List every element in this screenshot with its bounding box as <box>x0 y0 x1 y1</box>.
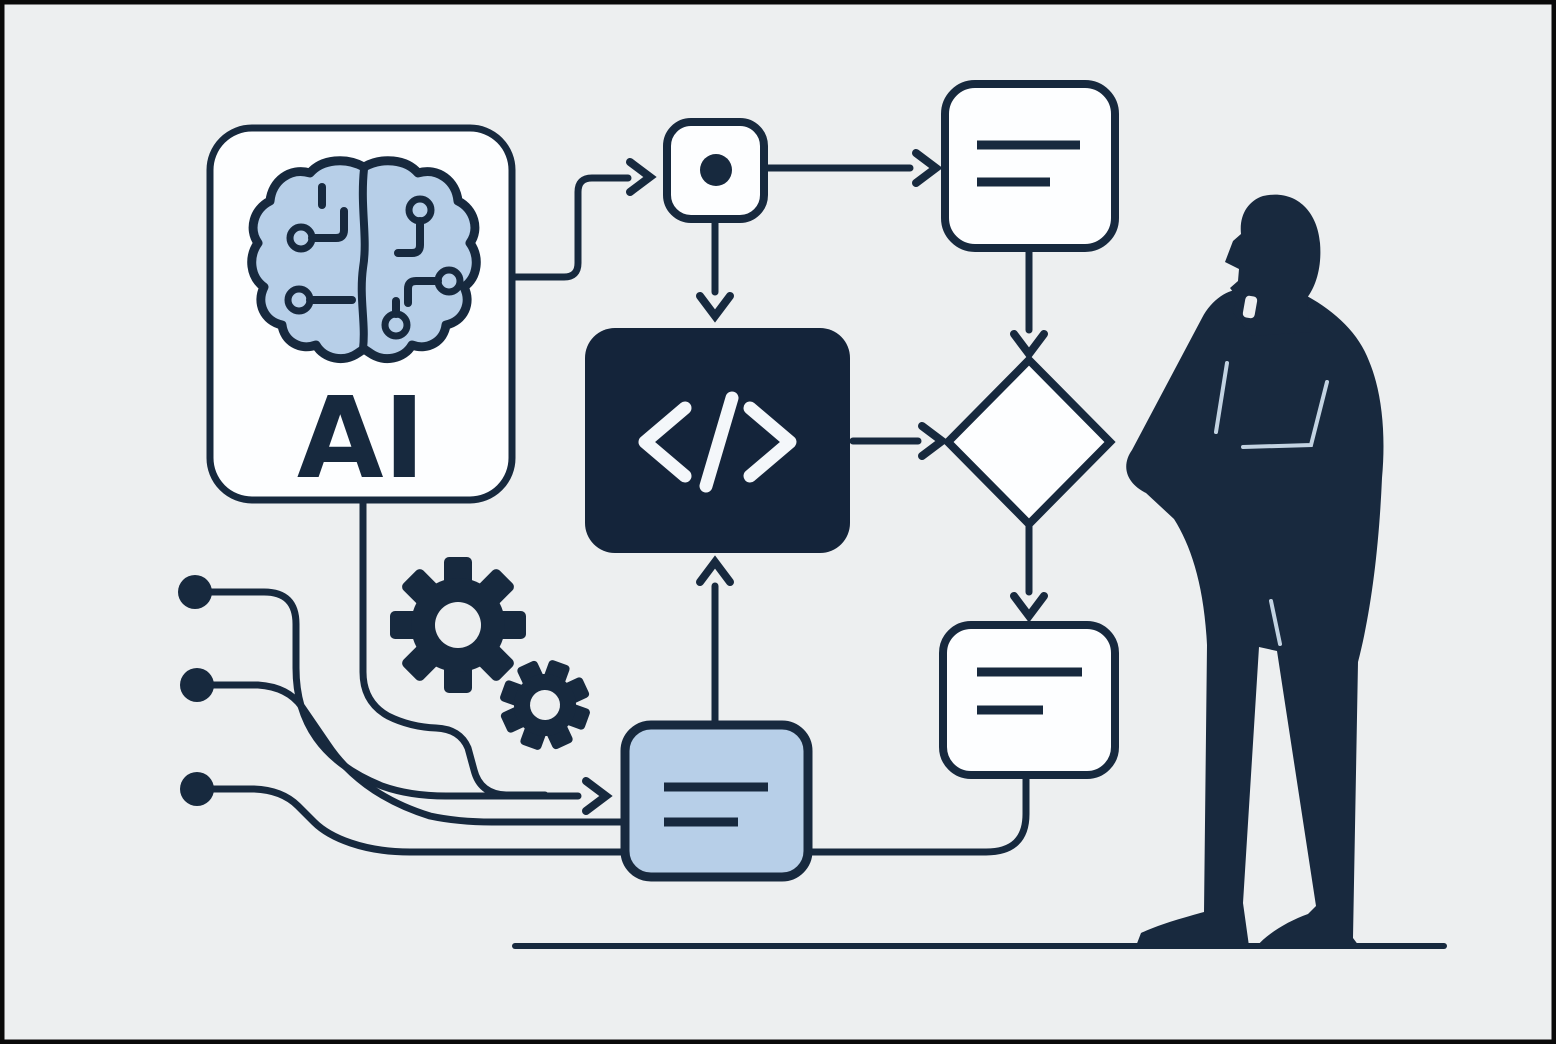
gear-large-icon <box>390 557 526 693</box>
document-bottom <box>939 621 1119 779</box>
arrowhead-down <box>696 292 734 323</box>
person-body <box>1126 289 1384 946</box>
circuit-trace-2 <box>193 681 704 826</box>
circuit-node-2 <box>180 668 214 702</box>
arrowhead-up <box>696 555 734 586</box>
arrowhead-right <box>912 149 943 187</box>
gear-small-icon <box>500 660 590 750</box>
notes-card-blue <box>620 720 813 882</box>
diamond-shape <box>942 354 1116 530</box>
ai-chip: AI <box>206 124 516 504</box>
document-top <box>941 80 1119 252</box>
circuit-trace-ai <box>359 498 549 799</box>
arrowhead-right <box>918 422 949 460</box>
circuit-traces <box>178 498 1030 856</box>
circuit-trace-3 <box>193 764 1030 856</box>
arm-crease-line <box>1214 361 1229 434</box>
circuit-node-1 <box>178 575 212 609</box>
circuit-trace-1 <box>191 588 582 800</box>
leg-crease-line <box>1269 599 1282 646</box>
arrowhead-down <box>1010 592 1048 623</box>
document-top-frame <box>941 80 1119 252</box>
circuit-node-3 <box>180 772 214 806</box>
circuit-brain-icon <box>247 156 481 364</box>
folded-arm-line <box>1241 380 1329 449</box>
arrowhead-down <box>1010 330 1048 361</box>
arrowhead-right <box>626 158 657 196</box>
flow-connectors <box>508 149 1048 727</box>
arrowhead-into-notes-card <box>582 777 613 815</box>
code-icon <box>638 391 797 493</box>
connector-ai-to-start <box>508 174 632 281</box>
code-block <box>585 328 850 553</box>
thinking-person <box>1126 194 1384 946</box>
ai-chip-label: AI <box>297 374 425 504</box>
decision-diamond <box>942 354 1116 530</box>
document-bottom-frame <box>939 621 1119 779</box>
hand-notch <box>1242 295 1258 319</box>
start-node <box>663 118 768 223</box>
dot-icon <box>700 154 732 186</box>
notes-card-frame <box>620 720 813 882</box>
